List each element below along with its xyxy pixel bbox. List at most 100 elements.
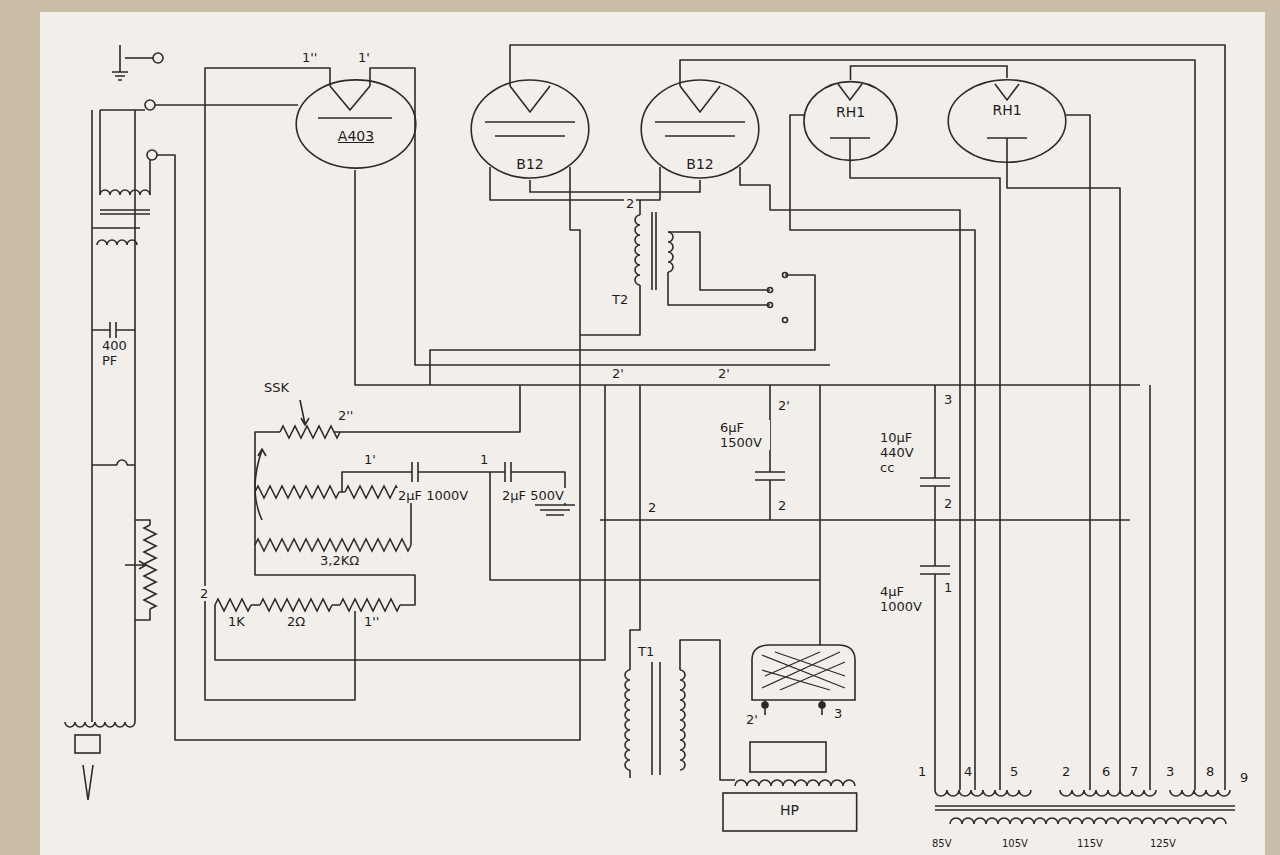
wire	[255, 432, 411, 545]
component-symbol	[668, 232, 673, 272]
component-symbol	[112, 72, 128, 80]
component-symbol	[505, 462, 511, 482]
component-symbol	[830, 84, 870, 162]
component-symbol	[1170, 790, 1230, 796]
pin-number: 2'	[744, 712, 760, 727]
wire	[740, 167, 960, 790]
tube-envelope: A403	[295, 78, 417, 170]
wire	[92, 464, 135, 466]
tube-label: RH1	[992, 102, 1021, 119]
winding-number: 9	[1238, 770, 1250, 785]
tube-envelope: RH1	[803, 80, 898, 162]
component-symbol	[100, 210, 150, 214]
capacitor-value: 10µF 440V cc	[878, 430, 934, 475]
wire	[92, 227, 140, 229]
component-symbol	[655, 86, 745, 136]
capacitor-value: 2µF 500V	[500, 488, 566, 503]
wire	[100, 110, 150, 195]
wire	[580, 200, 640, 335]
tube-label: A403	[338, 128, 374, 145]
pin-number: 1''	[300, 50, 319, 65]
winding-number: 6	[1100, 764, 1112, 779]
wire	[765, 700, 822, 715]
component-symbol	[65, 722, 135, 727]
resistor-value: 3,2KΩ	[318, 553, 361, 568]
voltage-tap: 115V	[1075, 838, 1105, 850]
winding-number: 5	[1008, 764, 1020, 779]
component-symbol	[412, 462, 418, 482]
wire	[490, 385, 820, 645]
component-symbol	[100, 190, 150, 195]
component-symbol	[652, 212, 656, 290]
winding-number: 4	[962, 764, 974, 779]
wire	[157, 155, 580, 740]
wire	[790, 115, 975, 790]
wire	[630, 640, 735, 780]
pin-number: 1''	[362, 614, 381, 629]
pin-number: 3	[942, 392, 954, 407]
winding-number: 3	[1164, 764, 1176, 779]
component-symbol	[153, 53, 163, 63]
wire	[92, 110, 145, 722]
component-symbol	[652, 662, 660, 775]
transformer-name: T1	[636, 644, 656, 659]
tube-label: B12	[686, 156, 713, 173]
component-symbol	[920, 478, 950, 486]
wire	[1007, 164, 1120, 790]
component-symbol	[635, 215, 640, 285]
transformer-name: T2	[610, 292, 630, 307]
wire	[1066, 115, 1090, 790]
component-symbol	[97, 240, 137, 245]
wire	[334, 385, 520, 432]
component-symbol	[75, 735, 100, 753]
capacitor-value: 6µF 1500V	[718, 420, 770, 450]
tube-envelope-outline	[641, 80, 759, 178]
wire-connector	[530, 180, 700, 192]
tube-envelope-outline	[296, 80, 416, 168]
paper-sheet	[40, 12, 1265, 855]
speaker-box-outline	[723, 793, 857, 831]
tube-label: B12	[516, 156, 543, 173]
wire	[215, 385, 605, 660]
wire	[630, 385, 640, 670]
wire	[155, 104, 298, 106]
resistor-value: 2Ω	[285, 614, 307, 629]
component-symbol	[920, 566, 950, 574]
pin-number: 2'	[610, 366, 626, 381]
wire	[135, 520, 150, 620]
component-symbol	[145, 100, 155, 110]
component-symbol	[762, 652, 845, 690]
pin-number: 1	[478, 452, 490, 467]
component-symbol	[83, 765, 93, 800]
pin-number: 1'	[362, 452, 378, 467]
wire	[92, 45, 1225, 790]
component-symbol	[255, 449, 266, 520]
capacitor-value: 2µF 1000V	[396, 488, 470, 503]
component-symbol	[768, 303, 773, 308]
voltage-tap: 125V	[1148, 838, 1178, 850]
component-symbol	[340, 599, 400, 611]
tube-envelope: B12	[470, 78, 590, 180]
component-symbol	[783, 318, 788, 323]
winding-number: 7	[1128, 764, 1140, 779]
component-symbol	[750, 742, 826, 772]
pin-number: 2'	[776, 398, 792, 413]
component-symbol	[117, 460, 127, 465]
pin-number: 2	[942, 496, 954, 511]
component-symbol	[1060, 790, 1156, 796]
resistor-value: 1K	[226, 614, 247, 629]
wire	[342, 472, 565, 505]
winding-number: 1	[916, 764, 928, 779]
component-symbol	[625, 670, 630, 770]
component-symbol	[768, 288, 773, 293]
pin-number: 2	[624, 196, 636, 211]
tube-label: RH1	[836, 104, 865, 121]
component-symbol	[485, 86, 575, 136]
component-symbol	[255, 486, 339, 498]
tube-envelope-outline	[947, 78, 1067, 164]
tube-envelope-outline	[804, 82, 897, 161]
pin-number: 2	[646, 500, 658, 515]
pin-number: 1	[942, 580, 954, 595]
component-symbol	[535, 505, 575, 515]
